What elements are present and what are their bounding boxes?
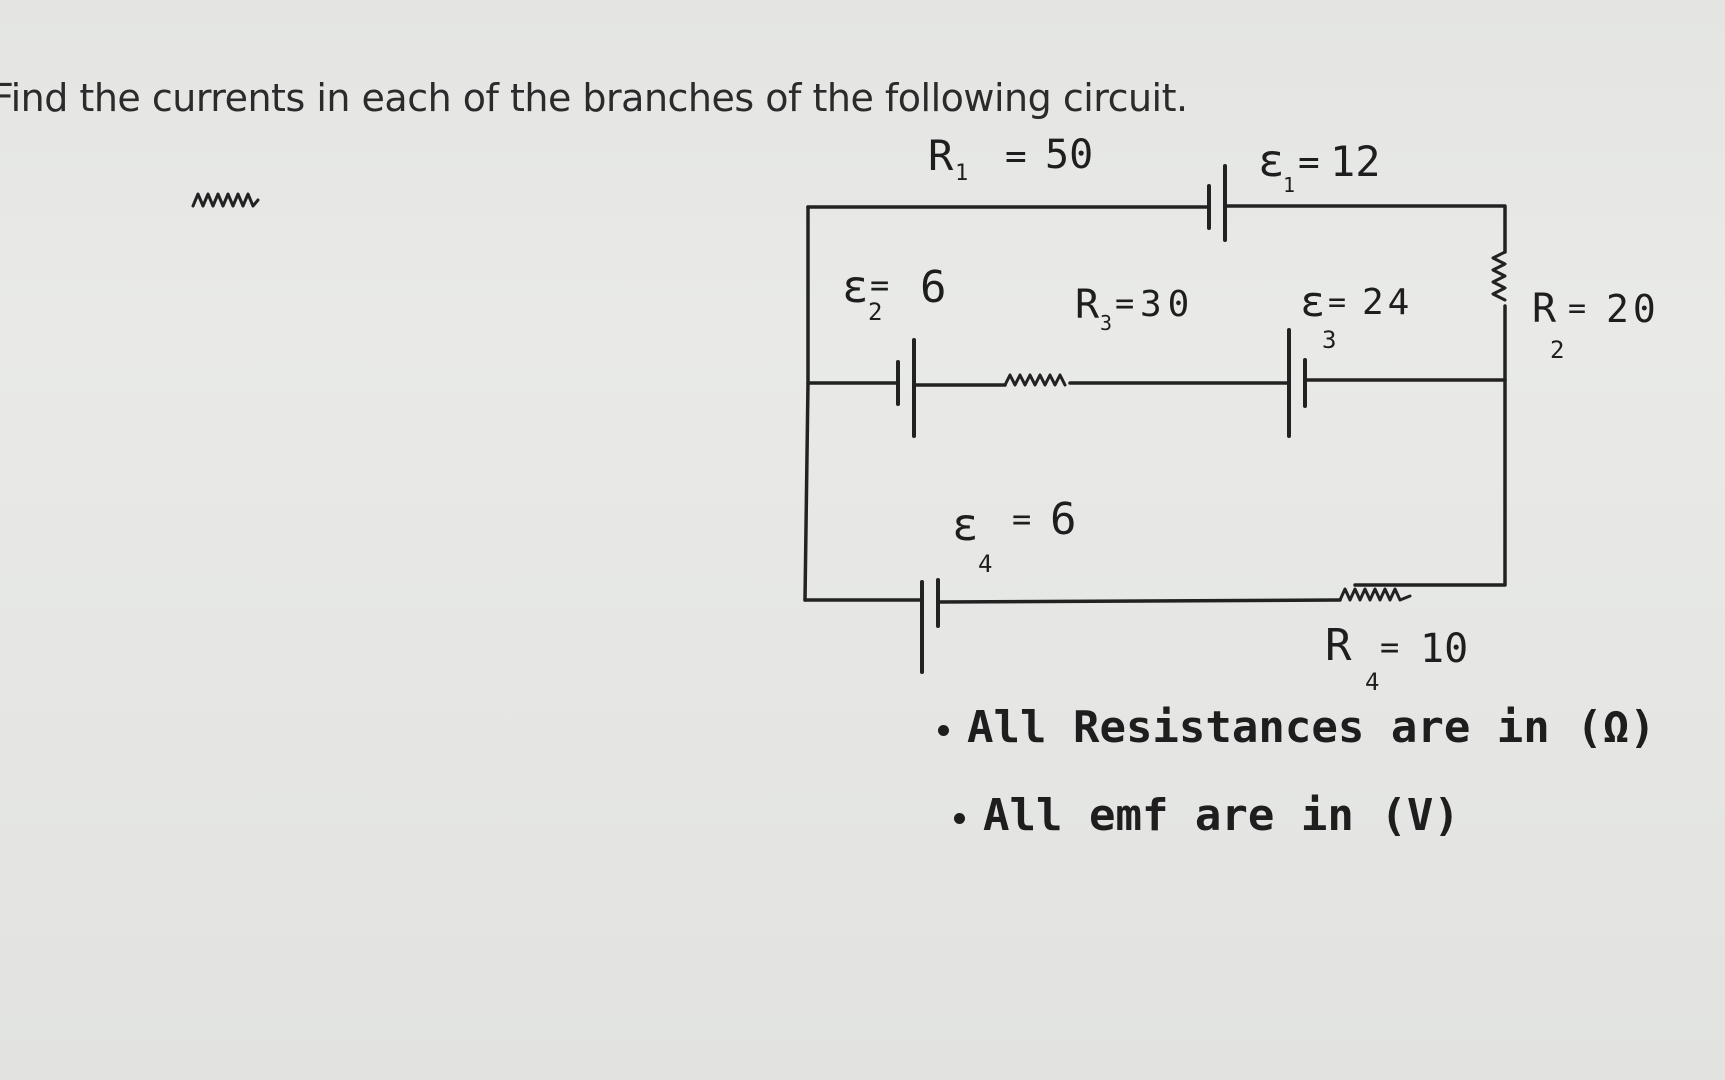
r4-equals: =: [1380, 628, 1399, 666]
r4-subscript: 4: [1365, 668, 1379, 696]
bullet-icon: [954, 812, 965, 824]
e1-value: 12: [1330, 137, 1381, 186]
label-r4: R 4 = 10: [1325, 620, 1468, 696]
bullet-icon: [938, 724, 949, 736]
r1-equals: =: [1005, 136, 1027, 177]
e2-value: 6: [920, 262, 947, 313]
r1-subscript: 1: [955, 161, 968, 186]
r2-value: 20: [1606, 287, 1660, 331]
bottom-wire-2: [936, 598, 1342, 604]
r3-equals: =: [1115, 284, 1134, 322]
middle-branch: [806, 328, 1507, 438]
e3-symbol: ε: [1300, 277, 1325, 326]
e1-subscript: 1: [1283, 173, 1295, 197]
label-e2: ε 2 = 6: [842, 262, 947, 326]
r4-symbol: R: [1325, 620, 1352, 671]
e3-subscript: 3: [1322, 326, 1336, 354]
e4-value: 6: [1050, 494, 1077, 545]
e4-symbol: ε: [952, 500, 979, 551]
label-r3: R 3 = 30: [1075, 282, 1195, 335]
r4-value: 10: [1420, 626, 1468, 672]
note-resistance-units: All Resistances are in (Ω): [938, 702, 1656, 753]
top-branch: [191, 164, 1507, 254]
e3-equals: =: [1328, 285, 1346, 320]
note-emf-units: All emf are in (V): [954, 790, 1460, 841]
e4-equals: =: [1012, 500, 1031, 538]
resistor-r1-symbol: [191, 192, 260, 208]
resistor-r3-symbol: [1003, 373, 1067, 387]
note-resistance-text: All Resistances are in (Ω): [967, 702, 1656, 753]
label-r1: R 1 = 50: [928, 131, 1093, 186]
e2-symbol: ε: [842, 262, 869, 313]
label-e4: ε 4 = 6: [952, 494, 1077, 578]
e1-equals: =: [1298, 142, 1320, 183]
right-wire: [1353, 304, 1507, 587]
r3-value: 30: [1140, 284, 1195, 325]
label-e1: ε 1 = 12: [1258, 136, 1381, 197]
left-wire: [803, 205, 810, 602]
resistor-r2-symbol: [1491, 250, 1507, 302]
e4-subscript: 4: [978, 550, 992, 578]
r2-subscript: 2: [1550, 336, 1564, 364]
r1-value: 50: [1045, 132, 1093, 178]
e2-subscript: 2: [868, 298, 882, 326]
right-branch: [1353, 250, 1507, 587]
label-e3: ε 3 = 24: [1300, 277, 1413, 354]
r3-subscript: 3: [1100, 311, 1112, 335]
e1-symbol: ε: [1258, 136, 1285, 187]
r2-symbol: R: [1532, 286, 1557, 332]
r3-symbol: R: [1075, 282, 1100, 328]
resistor-r4-symbol: [1338, 587, 1412, 602]
r2-equals: =: [1568, 291, 1586, 326]
e3-value: 24: [1362, 282, 1413, 323]
e2-equals: =: [870, 266, 889, 304]
r1-symbol: R: [928, 131, 954, 180]
bottom-branch: [803, 578, 1412, 674]
question-text: Find the currents in each of the branche…: [0, 76, 1188, 120]
note-emf-text: All emf are in (V): [983, 790, 1460, 841]
label-r2: R 2 = 20: [1532, 286, 1660, 364]
top-wire-right: [1223, 204, 1507, 254]
